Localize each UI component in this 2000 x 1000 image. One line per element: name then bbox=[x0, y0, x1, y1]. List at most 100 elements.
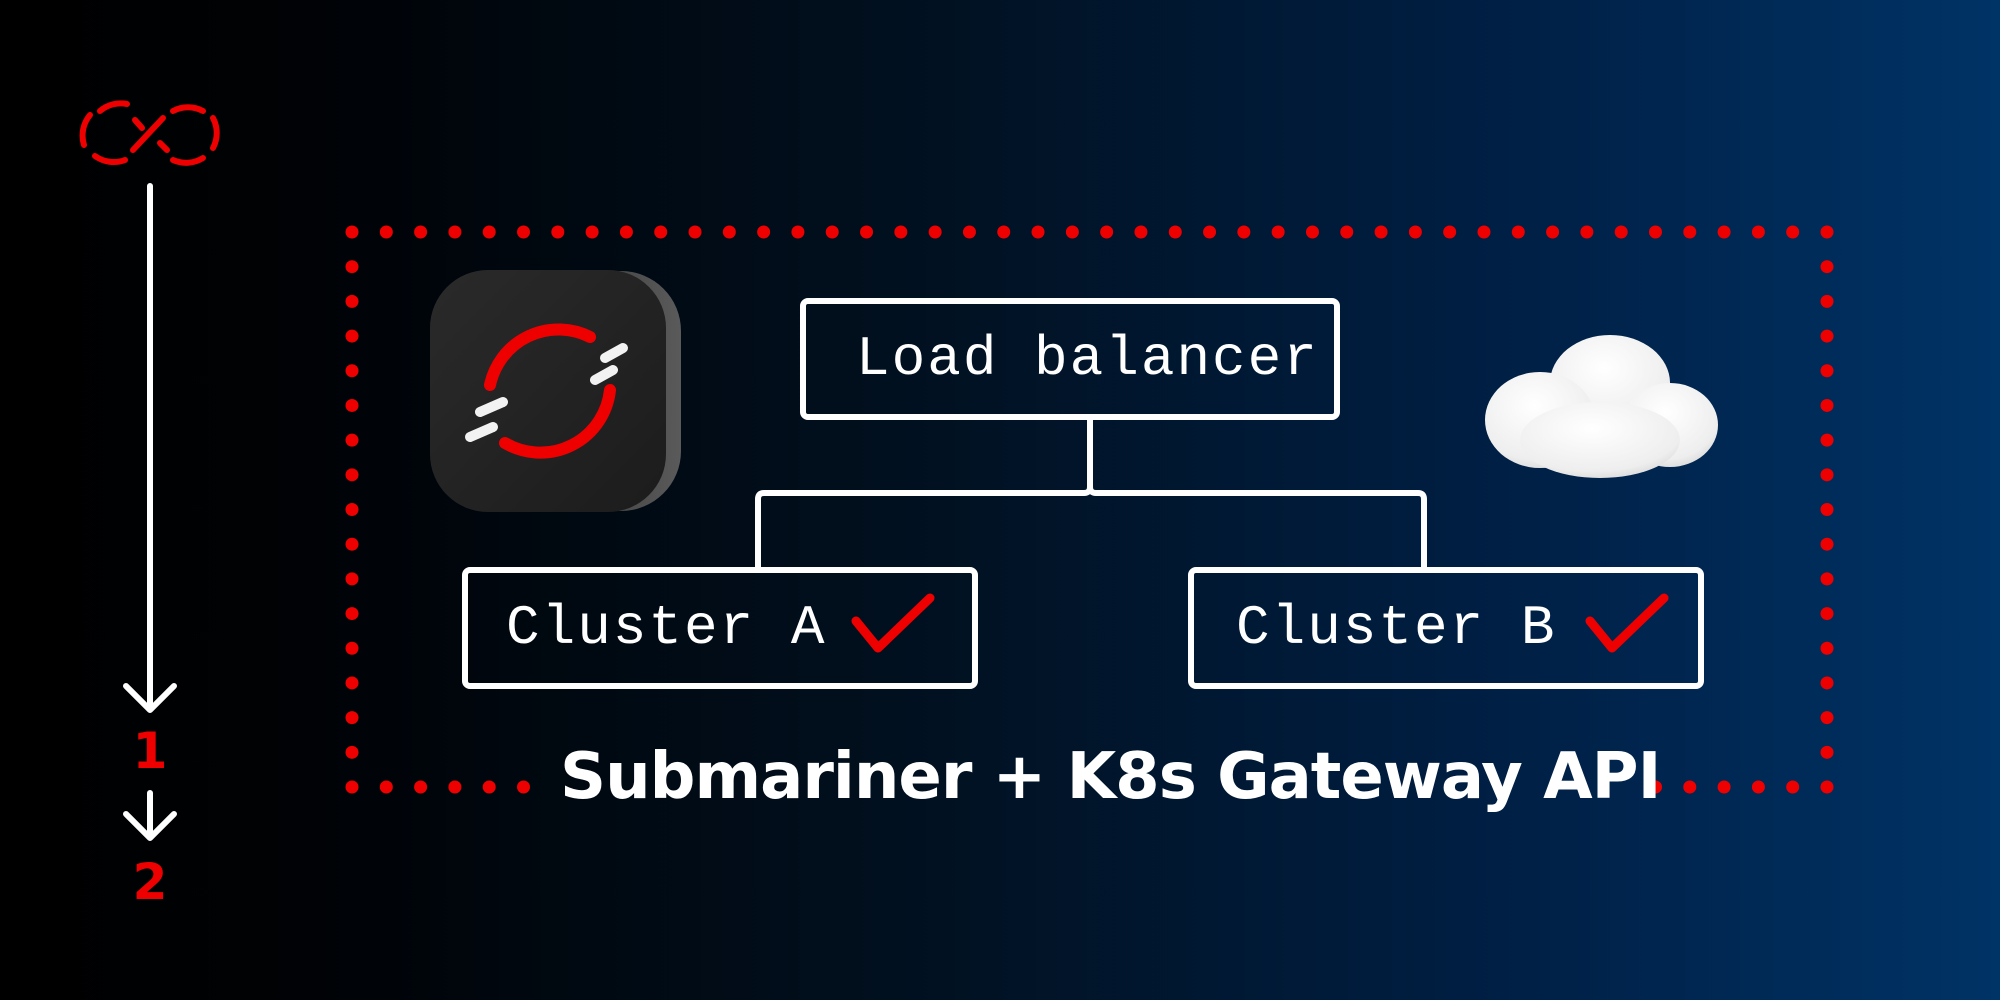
boundary-dot bbox=[1683, 225, 1697, 239]
boundary-dot bbox=[1237, 225, 1251, 239]
boundary-dot bbox=[1820, 225, 1834, 239]
boundary-dot bbox=[345, 745, 359, 759]
step-number-1: 1 bbox=[132, 722, 168, 780]
boundary-dot bbox=[585, 225, 599, 239]
boundary-dot bbox=[1820, 641, 1834, 655]
cluster-b-node: Cluster B bbox=[1188, 567, 1704, 689]
boundary-dot bbox=[345, 225, 359, 239]
boundary-dot bbox=[345, 572, 359, 586]
boundary-dot bbox=[619, 225, 633, 239]
boundary-dot bbox=[1820, 676, 1834, 690]
cluster-b-label: Cluster B bbox=[1236, 596, 1557, 660]
boundary-dot bbox=[1065, 225, 1079, 239]
boundary-dot bbox=[962, 225, 976, 239]
boundary-dot bbox=[1820, 607, 1834, 621]
checkmark-icon bbox=[851, 593, 935, 653]
boundary-dot bbox=[345, 641, 359, 655]
boundary-dot bbox=[345, 260, 359, 274]
boundary-dot bbox=[1820, 780, 1834, 794]
boundary-dot bbox=[825, 225, 839, 239]
boundary-dot bbox=[345, 329, 359, 343]
boundary-dot bbox=[1820, 745, 1834, 759]
boundary-dot bbox=[551, 225, 565, 239]
boundary-dot bbox=[894, 225, 908, 239]
boundary-dot bbox=[482, 780, 496, 794]
load-balancer-label: Load balancer bbox=[856, 327, 1319, 391]
boundary-dot bbox=[1820, 711, 1834, 725]
openshift-app-icon bbox=[430, 270, 681, 512]
boundary-dot bbox=[345, 398, 359, 412]
arrow-down-icon bbox=[123, 683, 177, 713]
boundary-dot bbox=[1203, 225, 1217, 239]
boundary-dot bbox=[345, 676, 359, 690]
boundary-dot bbox=[345, 780, 359, 794]
boundary-dot bbox=[654, 225, 668, 239]
boundary-dot bbox=[345, 537, 359, 551]
boundary-dot bbox=[1546, 225, 1560, 239]
boundary-dot bbox=[1820, 572, 1834, 586]
boundary-dot bbox=[379, 225, 393, 239]
cluster-a-node: Cluster A bbox=[462, 567, 978, 689]
boundary-dot bbox=[1031, 225, 1045, 239]
boundary-dot bbox=[1305, 225, 1319, 239]
boundary-dot bbox=[345, 711, 359, 725]
boundary-dot bbox=[1820, 364, 1834, 378]
boundary-dot bbox=[1134, 225, 1148, 239]
boundary-dot bbox=[1614, 225, 1628, 239]
boundary-dot bbox=[1820, 329, 1834, 343]
boundary-dot bbox=[688, 225, 702, 239]
boundary-dot bbox=[1820, 537, 1834, 551]
dotted-boundary bbox=[345, 225, 1834, 794]
boundary-dot bbox=[1786, 780, 1800, 794]
cluster-a-label: Cluster A bbox=[506, 596, 827, 660]
boundary-dot bbox=[1820, 398, 1834, 412]
load-balancer-node: Load balancer bbox=[800, 298, 1340, 420]
boundary-dot bbox=[1168, 225, 1182, 239]
boundary-dot bbox=[1820, 503, 1834, 516]
boundary-dot bbox=[1648, 225, 1662, 239]
diagram-title: Submariner + K8s Gateway API bbox=[560, 740, 1661, 814]
boundary-dot bbox=[997, 225, 1011, 239]
boundary-dot bbox=[414, 225, 428, 239]
boundary-dot bbox=[1580, 225, 1594, 239]
boundary-dot bbox=[1751, 225, 1765, 239]
boundary-dot bbox=[1271, 225, 1285, 239]
boundary-dot bbox=[1820, 433, 1834, 447]
boundary-dot bbox=[517, 225, 531, 239]
boundary-dot bbox=[1717, 225, 1731, 239]
boundary-dot bbox=[1820, 294, 1834, 308]
boundary-dot bbox=[345, 294, 359, 308]
boundary-dot bbox=[928, 225, 942, 239]
boundary-dot bbox=[791, 225, 805, 239]
boundary-dot bbox=[1511, 225, 1525, 239]
boundary-dot bbox=[1477, 225, 1491, 239]
boundary-dot bbox=[722, 225, 736, 239]
boundary-dot bbox=[345, 607, 359, 621]
boundary-dot bbox=[1443, 225, 1457, 239]
boundary-dot bbox=[517, 780, 531, 794]
boundary-dot bbox=[414, 780, 428, 794]
boundary-dot bbox=[1340, 225, 1354, 239]
boundary-dot bbox=[757, 225, 771, 239]
connector-lines bbox=[755, 415, 1427, 570]
boundary-dot bbox=[1648, 780, 1662, 794]
infinity-broken-icon bbox=[79, 100, 220, 166]
boundary-dot bbox=[345, 433, 359, 447]
boundary-dot bbox=[345, 468, 359, 482]
checkmark-icon bbox=[1585, 593, 1669, 653]
connector-branch bbox=[755, 484, 1427, 570]
boundary-dot bbox=[1820, 468, 1834, 482]
boundary-dot bbox=[860, 225, 874, 239]
boundary-dot bbox=[1374, 225, 1388, 239]
arrow-down-icon bbox=[123, 811, 177, 841]
boundary-dot bbox=[1100, 225, 1114, 239]
boundary-dot bbox=[1683, 780, 1697, 794]
cloud-icon bbox=[1485, 335, 1718, 478]
boundary-dot bbox=[448, 225, 462, 239]
boundary-dot bbox=[1751, 780, 1765, 794]
boundary-dot bbox=[379, 780, 393, 794]
boundary-dot bbox=[1717, 780, 1731, 794]
boundary-dot bbox=[345, 503, 359, 516]
